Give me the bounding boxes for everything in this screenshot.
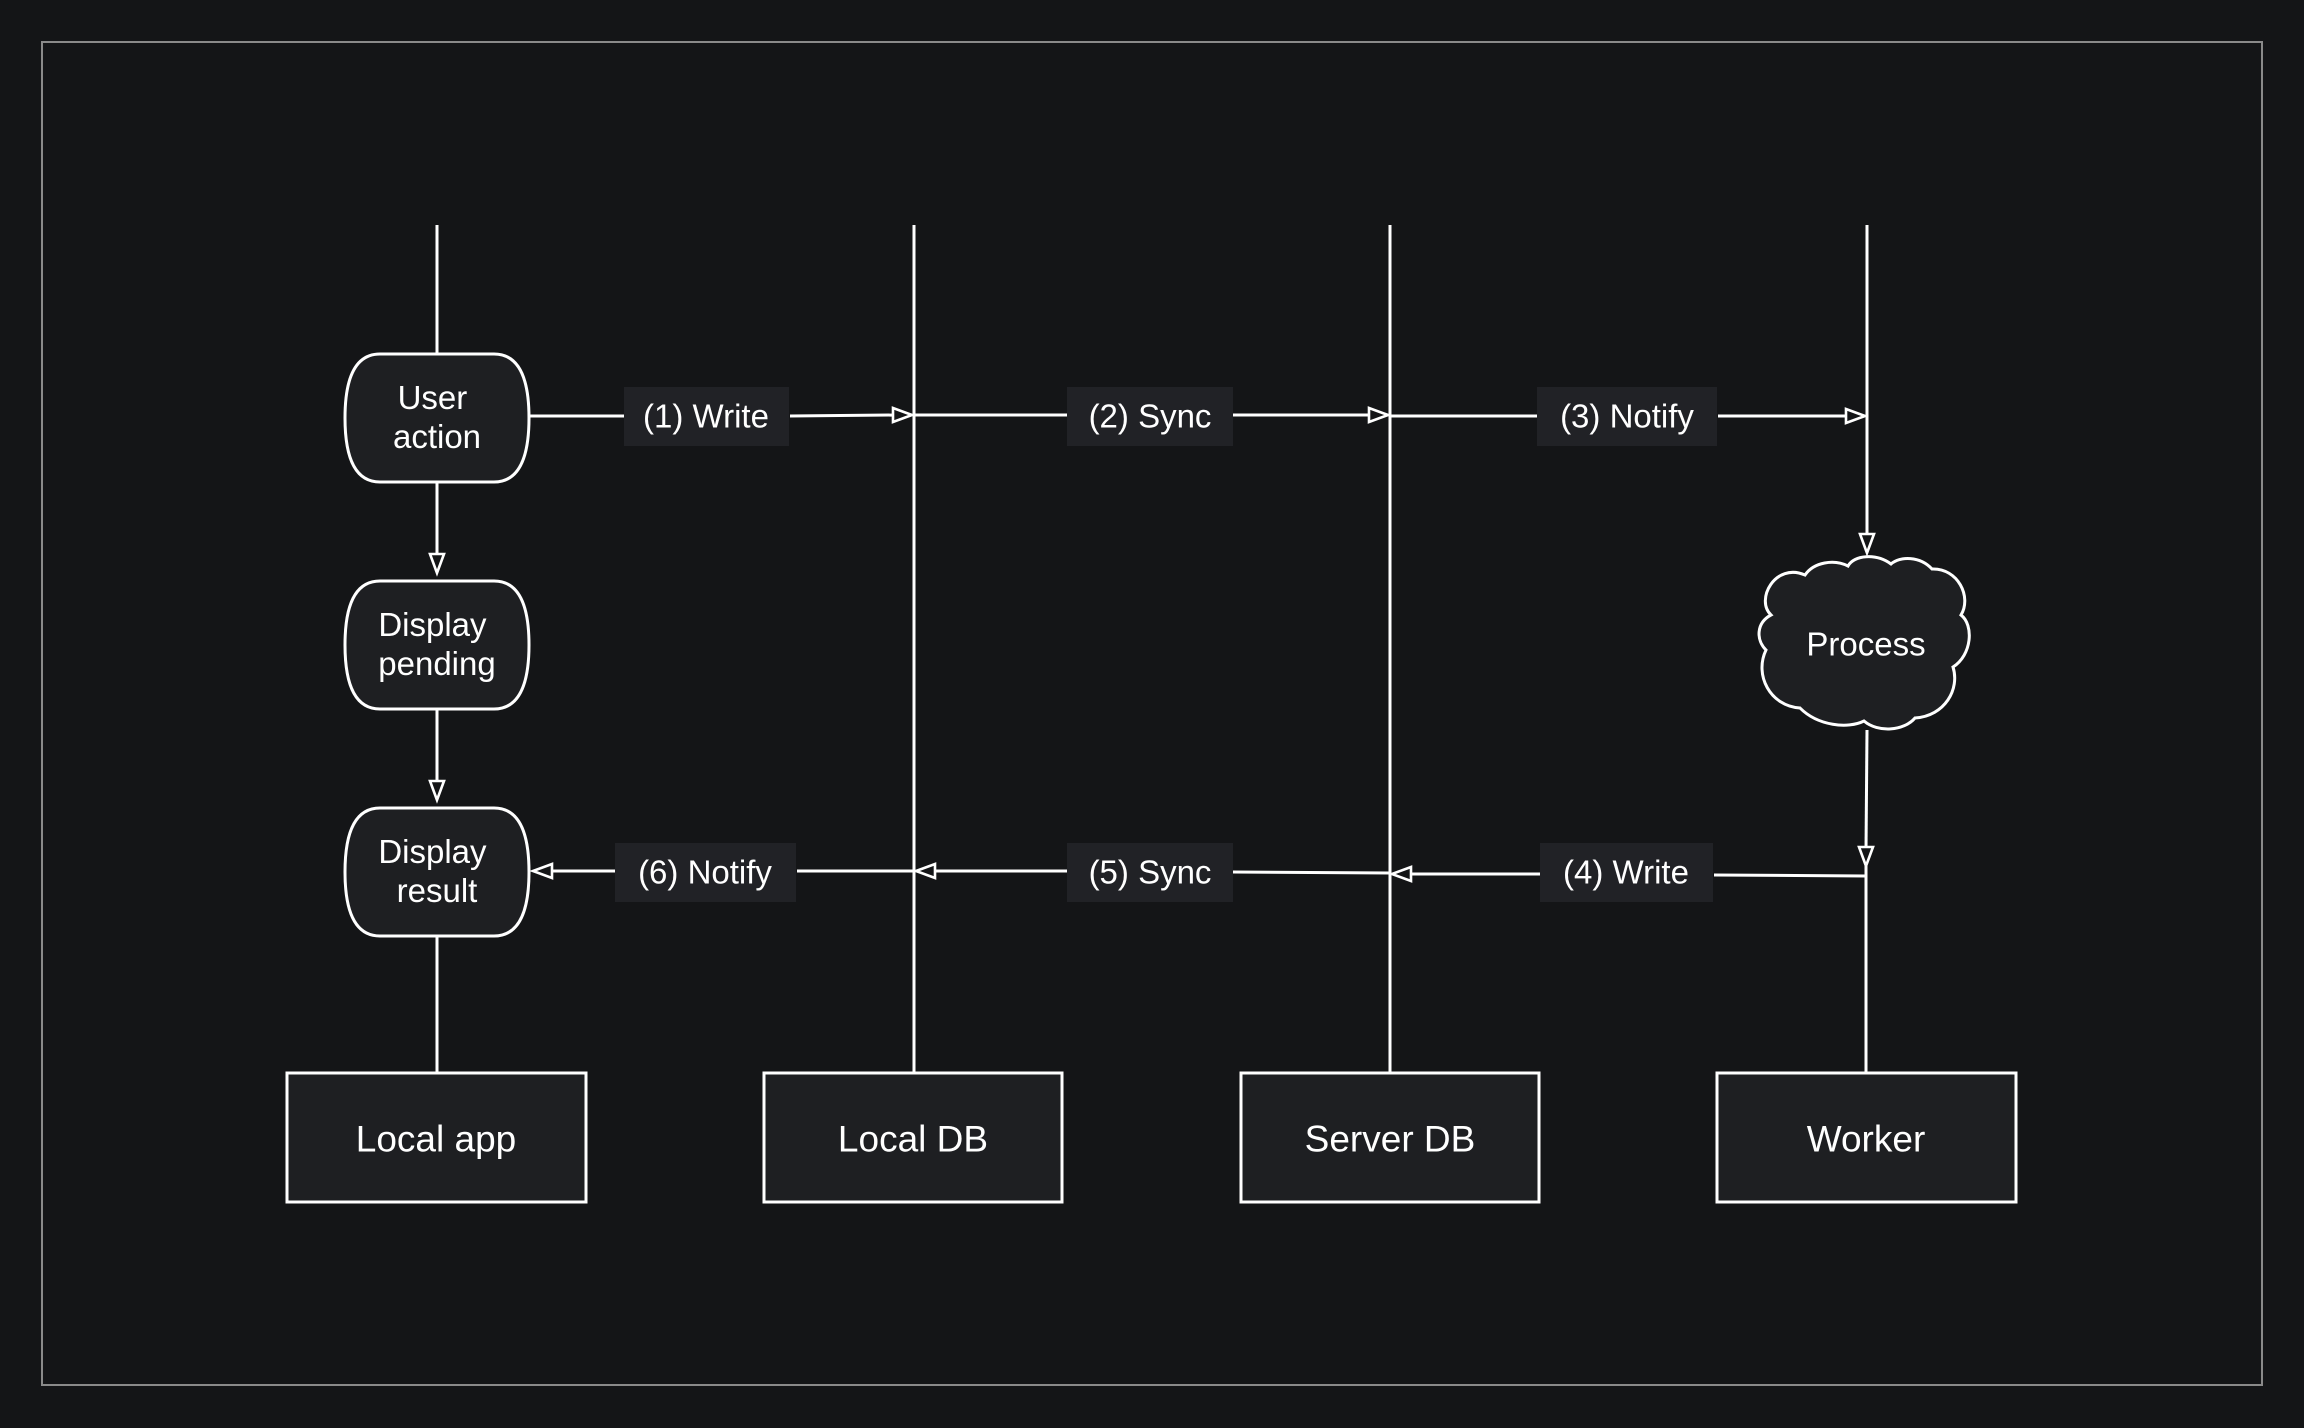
message-3-label-bg [1537,387,1717,446]
local-app-box [285,1071,588,1204]
arrowhead-right [1844,407,1869,425]
display-result-label: Display result [378,833,495,909]
process-cloud-shape [1757,555,1971,731]
message-5-label-bg [1067,843,1233,902]
message-4-label: (4) Write [1563,854,1689,891]
arrowhead-right [891,406,916,424]
worker-label: Worker [1807,1119,1926,1160]
message-6-label-bg [615,843,796,902]
process-label: Process [1806,626,1925,663]
message-2-label: (2) Sync [1089,398,1212,435]
display-pending-label: Display pending [378,606,495,682]
message-labels: (1) Write (2) Sync (3) Notify (4) Write … [615,387,1717,902]
message-lines [528,413,1867,878]
lifelines [435,225,1869,1073]
arrowhead-left [1388,865,1413,883]
arrowhead-right [1367,406,1392,424]
message-5-line [1232,870,1391,875]
message-2-label-bg [1067,387,1233,446]
worker-box [1715,1071,2018,1204]
display-pending-shape [343,579,531,711]
display-result-shape [343,806,531,938]
user-action-label: User action [393,379,481,455]
message-4-line [1713,873,1867,878]
display-pending-node: Display pending [343,579,531,711]
arrowhead-down [428,779,446,804]
local-app-label: Local app [356,1119,516,1160]
message-6-label: (6) Notify [638,854,772,891]
arrowhead-left [529,862,554,880]
worker-lifeline-mid [1864,729,1869,851]
server-db-label: Server DB [1305,1119,1476,1160]
arrowhead-left [912,862,937,880]
actor-boxes: Local app Local DB Server DB Worker [285,1071,2018,1204]
arrowhead-down [428,552,446,577]
message-1-label: (1) Write [643,398,769,435]
message-4-label-bg [1540,843,1713,902]
message-1-label-bg [624,387,789,446]
message-1-line [789,413,897,418]
message-3-label: (3) Notify [1560,398,1694,435]
arrowheads [428,406,1876,883]
local-db-box [762,1071,1064,1204]
server-db-box [1239,1071,1541,1204]
local-db-label: Local DB [838,1119,988,1160]
display-result-node: Display result [343,806,531,938]
arrowhead-down [1858,532,1876,557]
diagram-frame [41,41,2263,1386]
process-node: Process [1757,555,1971,731]
user-action-node: User action [343,352,531,484]
message-5-label: (5) Sync [1089,854,1212,891]
user-action-shape [343,352,531,484]
arrowhead-down [1857,845,1875,870]
